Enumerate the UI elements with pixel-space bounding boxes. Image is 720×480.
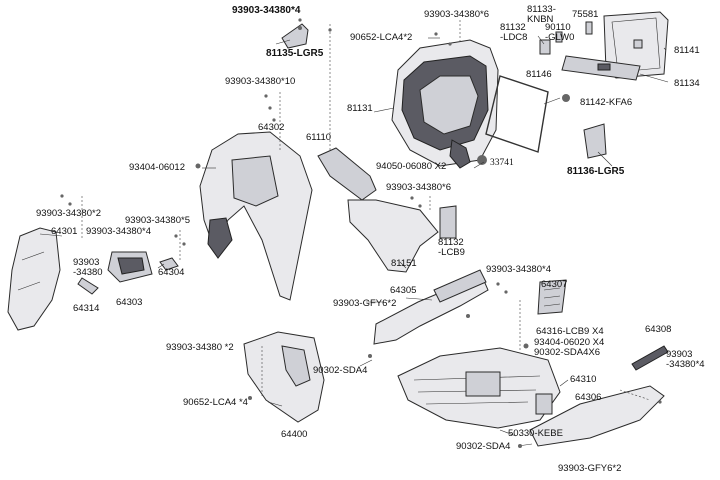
label-90652-LCA4x4: 90652-LCA4 *4 (183, 397, 248, 408)
label-64316-LCB9x4: 64316-LCB9 X4 (536, 326, 604, 337)
part-81135-clip (281, 23, 309, 49)
label-81136-LGR5: 81136-LGR5 (567, 166, 625, 177)
part-81136-cover (583, 123, 607, 159)
label-81132-LCB9: 81132 -LCB9 (438, 237, 465, 258)
label-93903-34380x6-mid: 93903-34380*6 (386, 182, 451, 193)
label-93903-34380x2-mid: 93903-34380 *2 (166, 342, 234, 353)
label-81131: 81131 (347, 103, 373, 114)
label-90302-SDA4X6: 90302-SDA4X6 (534, 347, 601, 358)
label-64310: 64310 (570, 374, 597, 385)
label-93404-06020x4: 93404-06020 X4 (534, 337, 605, 348)
label-64302: 64302 (258, 122, 285, 133)
label-64307: 64307 (541, 279, 568, 290)
label-93903-GFY6x2-bottom: 93903-GFY6*2 (558, 463, 622, 474)
label-75581: 75581 (572, 9, 599, 20)
label-64303: 64303 (116, 297, 143, 308)
label-81132-LDC8: 81132 -LDC8 (500, 22, 528, 43)
part-64305-floor-side (373, 269, 489, 345)
part-64301-front-fender (7, 227, 61, 331)
label-90302-SDA4-mid: 90302-SDA4 (313, 365, 368, 376)
label-93903-34380x4-far-right: 93903 -34380*4 (666, 349, 705, 370)
label-90110-GLW0: 90110 -GLW0 (545, 22, 575, 43)
leader-lines (39, 35, 669, 447)
part-64308 (631, 345, 669, 371)
label-33741: 33741 (490, 158, 514, 168)
label-93903-34380x10: 93903-34380*10 (225, 76, 296, 87)
label-64314: 64314 (73, 303, 100, 314)
part-81134-latch (561, 55, 641, 81)
label-81151: 81151 (391, 258, 417, 269)
part-64302-inner-panel (199, 131, 313, 301)
label-93903-34380x2-left: 93903-34380*2 (36, 208, 101, 219)
part-64310-floor-board (397, 347, 561, 429)
label-93903-GFY6x2-top: 93903-GFY6*2 (333, 298, 397, 309)
label-64304: 64304 (158, 267, 185, 278)
label-93903-34380x6-top: 93903-34380*6 (424, 9, 489, 20)
fasteners (60, 18, 662, 448)
label-93903-34380x4-right: 93903-34380*4 (486, 264, 551, 275)
label-94050-06080x2: 94050-06080 X2 (376, 161, 447, 172)
label-93404-06012: 93404-06012 (129, 162, 185, 173)
label-81142-KFA6: 81142-KFA6 (580, 97, 633, 108)
part-64307-bracket (537, 279, 567, 315)
label-64301: 64301 (51, 226, 78, 237)
part-64400-lower-cover (243, 331, 325, 423)
label-93903-34380x4-left: 93903-34380*4 (86, 226, 151, 237)
label-61110: 61110 (306, 132, 332, 143)
part-81146-ring (485, 75, 549, 153)
label-93903-34380x4-top: 93903-34380*4 (232, 5, 301, 16)
label-90652-LCA4x2: 90652-LCA4*2 (350, 32, 413, 43)
label-50330-KEBE: 50330-KEBE (508, 428, 563, 439)
label-64305: 64305 (390, 285, 417, 296)
label-64400: 64400 (281, 429, 308, 440)
label-90302-SDA4-bottom: 90302-SDA4 (456, 441, 511, 452)
label-81133-KNBN: 81133- KNBN (527, 4, 556, 25)
assembly-lines (81, 20, 651, 401)
label-93903-34380-left: 93903 -34380 (73, 257, 103, 278)
part-81151-side-panel (347, 199, 457, 273)
part-64306-side-cover (529, 385, 665, 447)
label-64308: 64308 (645, 324, 672, 335)
label-64306: 64306 (575, 392, 602, 403)
label-81135-LGR5: 81135-LGR5 (266, 48, 324, 59)
part-81131-helmet-box (391, 39, 499, 169)
label-81146: 81146 (526, 69, 552, 80)
label-81141: 81141 (674, 45, 700, 56)
part-64303-64304 (77, 251, 179, 295)
part-61110-bracket (317, 147, 377, 201)
hardware-top-right (477, 21, 593, 165)
label-81134: 81134 (674, 78, 700, 89)
label-93903-34380x5: 93903-34380*5 (125, 215, 190, 226)
